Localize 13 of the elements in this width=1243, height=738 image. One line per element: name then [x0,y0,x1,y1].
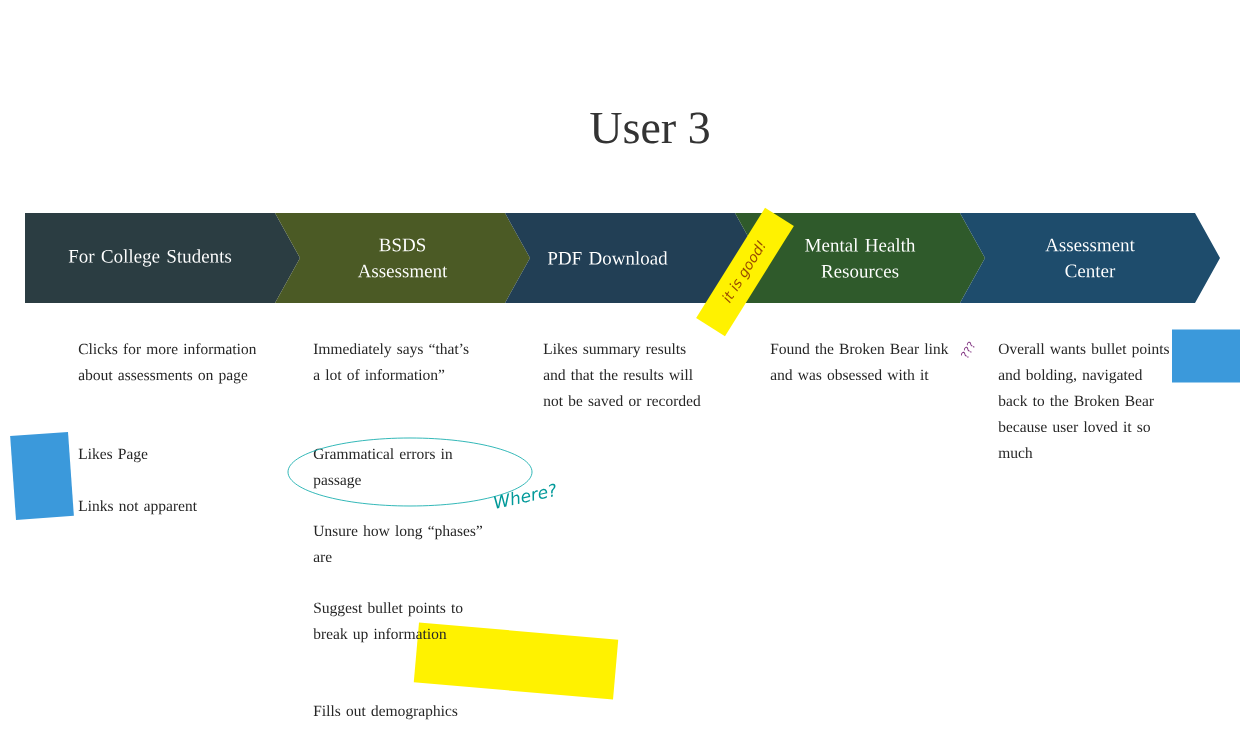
title: User 3 [590,112,709,144]
note-text: Grammatical errors in passage [313,448,453,489]
note-text: Likes summary results and that the results will not be saved or recorded [543,343,701,407]
note-text: Found the Broken Bear link and was obsessed with it [770,343,949,381]
sticky-note [10,432,74,520]
chevron-band: For College Students [25,213,300,303]
handwritten-note: Where? [493,483,556,509]
note-text: Fills out demographics [313,705,458,720]
note-text: Immediately says “that’s a lot of information” [313,343,469,381]
chevron-band: Assessment Center [960,213,1220,303]
handwritten-note: ??? [961,341,975,358]
sticky-note [1172,329,1240,383]
note-text: Clicks for more information about assessments on page [78,343,257,384]
